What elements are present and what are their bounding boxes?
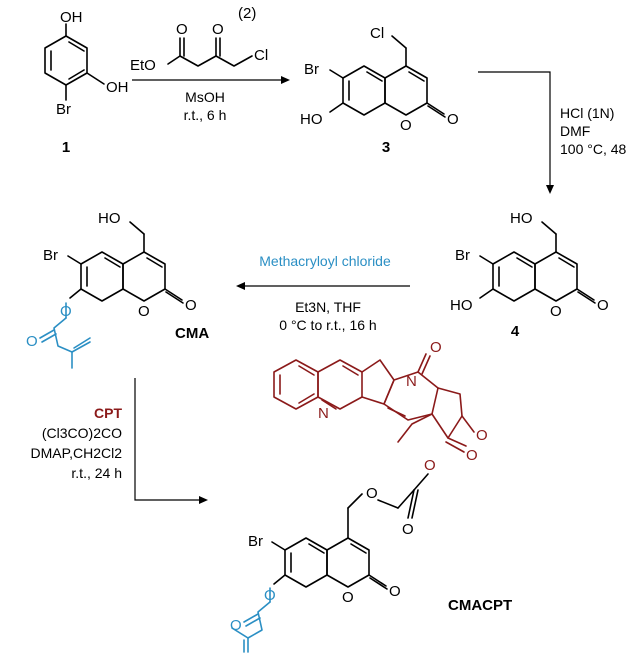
atom-ho-4: HO: [450, 297, 473, 314]
atom-o-linker: O: [366, 485, 378, 502]
step3-base: Et3N, THF: [295, 299, 361, 315]
atom-o-carbonyl-4: O: [597, 297, 609, 314]
compound-4-structure: HO Br HO O O: [450, 210, 609, 320]
atom-o-ring-3: O: [400, 117, 412, 134]
atom-br-4: Br: [455, 247, 470, 264]
step2-reagent: HCl (1N): [560, 105, 614, 121]
atom-o-ester-cmacpt: O: [264, 587, 276, 604]
atom-o-carbonyl-cmacpt: O: [389, 583, 401, 600]
cma-structure: HO Br O O: [43, 210, 197, 320]
atom-o-lactone-ring: O: [476, 427, 488, 444]
atom-cl-3: Cl: [370, 25, 384, 42]
atom-oh-top: OH: [60, 9, 83, 26]
step3-conditions: 0 °C to r.t., 16 h: [279, 317, 376, 333]
atom-o-ketone: O: [212, 21, 224, 38]
cmacpt-coumarin: Br O O: [248, 507, 401, 606]
reagent-2-structure: O O EtO Cl (2): [130, 5, 268, 74]
atom-o-carbonate: O: [402, 521, 414, 538]
atom-ho-4-top: HO: [510, 210, 533, 227]
atom-br-3: Br: [304, 61, 319, 78]
atom-oh-right: OH: [106, 79, 129, 96]
carbonate-linker: O O: [347, 473, 429, 538]
atom-o-lactone-carbonyl: O: [466, 447, 478, 464]
atom-o-ester-cma: O: [60, 303, 72, 320]
cmacpt-methacrylate-group: O O: [230, 587, 276, 653]
atom-o-pyridone: O: [430, 339, 442, 356]
step4-conditions: r.t., 24 h: [71, 465, 122, 481]
atom-o-cpt-ester: O: [424, 457, 436, 474]
compound-1-structure: OH OH Br: [44, 9, 129, 118]
compound-3-label: 3: [382, 139, 390, 156]
step2-solvent: DMF: [560, 123, 590, 139]
cma-label: CMA: [175, 325, 209, 342]
atom-o-carbonyl-cma: O: [185, 297, 197, 314]
compound-1-label: 1: [62, 139, 70, 156]
atom-o-ring-cmacpt: O: [342, 589, 354, 606]
step2-arrow: [478, 71, 551, 186]
cma-methacrylate-group: O O: [26, 302, 91, 369]
compound-3-structure: Cl Br HO O O: [300, 25, 459, 134]
atom-n-quinoline: N: [318, 405, 329, 422]
step1-reagent: MsOH: [185, 89, 225, 105]
atom-o-ester: O: [176, 21, 188, 38]
atom-o-acyl-cmacpt: O: [230, 617, 242, 634]
step4-reagent: CPT: [94, 405, 122, 421]
step4-activator: (Cl3CO)2CO: [42, 425, 122, 441]
atom-ho-3: HO: [300, 111, 323, 128]
atom-br: Br: [56, 101, 71, 118]
atom-br-cma: Br: [43, 247, 58, 264]
step1-conditions: r.t., 6 h: [184, 107, 227, 123]
step4-catalyst: DMAP,CH2Cl2: [30, 445, 122, 461]
camptothecin-moiety: N N O O O O: [273, 339, 488, 474]
atom-eto: EtO: [130, 57, 156, 74]
reagent-2-label: (2): [238, 5, 256, 22]
atom-o-ring-4: O: [550, 303, 562, 320]
atom-br-cmacpt: Br: [248, 533, 263, 550]
step2-conditions: 100 °C, 48 h: [560, 141, 630, 157]
step3-reagent: Methacryloyl chloride: [259, 253, 391, 269]
atom-o-acyl-cma: O: [26, 333, 38, 350]
atom-o-ring-cma: O: [138, 303, 150, 320]
atom-ho-cma: HO: [98, 210, 121, 227]
atom-n-pyridone: N: [406, 373, 417, 390]
step4-arrow: [134, 378, 200, 501]
compound-4-label: 4: [511, 323, 520, 340]
cmacpt-label: CMACPT: [448, 597, 512, 614]
atom-o-carbonyl-3: O: [447, 111, 459, 128]
atom-cl-reagent: Cl: [254, 47, 268, 64]
